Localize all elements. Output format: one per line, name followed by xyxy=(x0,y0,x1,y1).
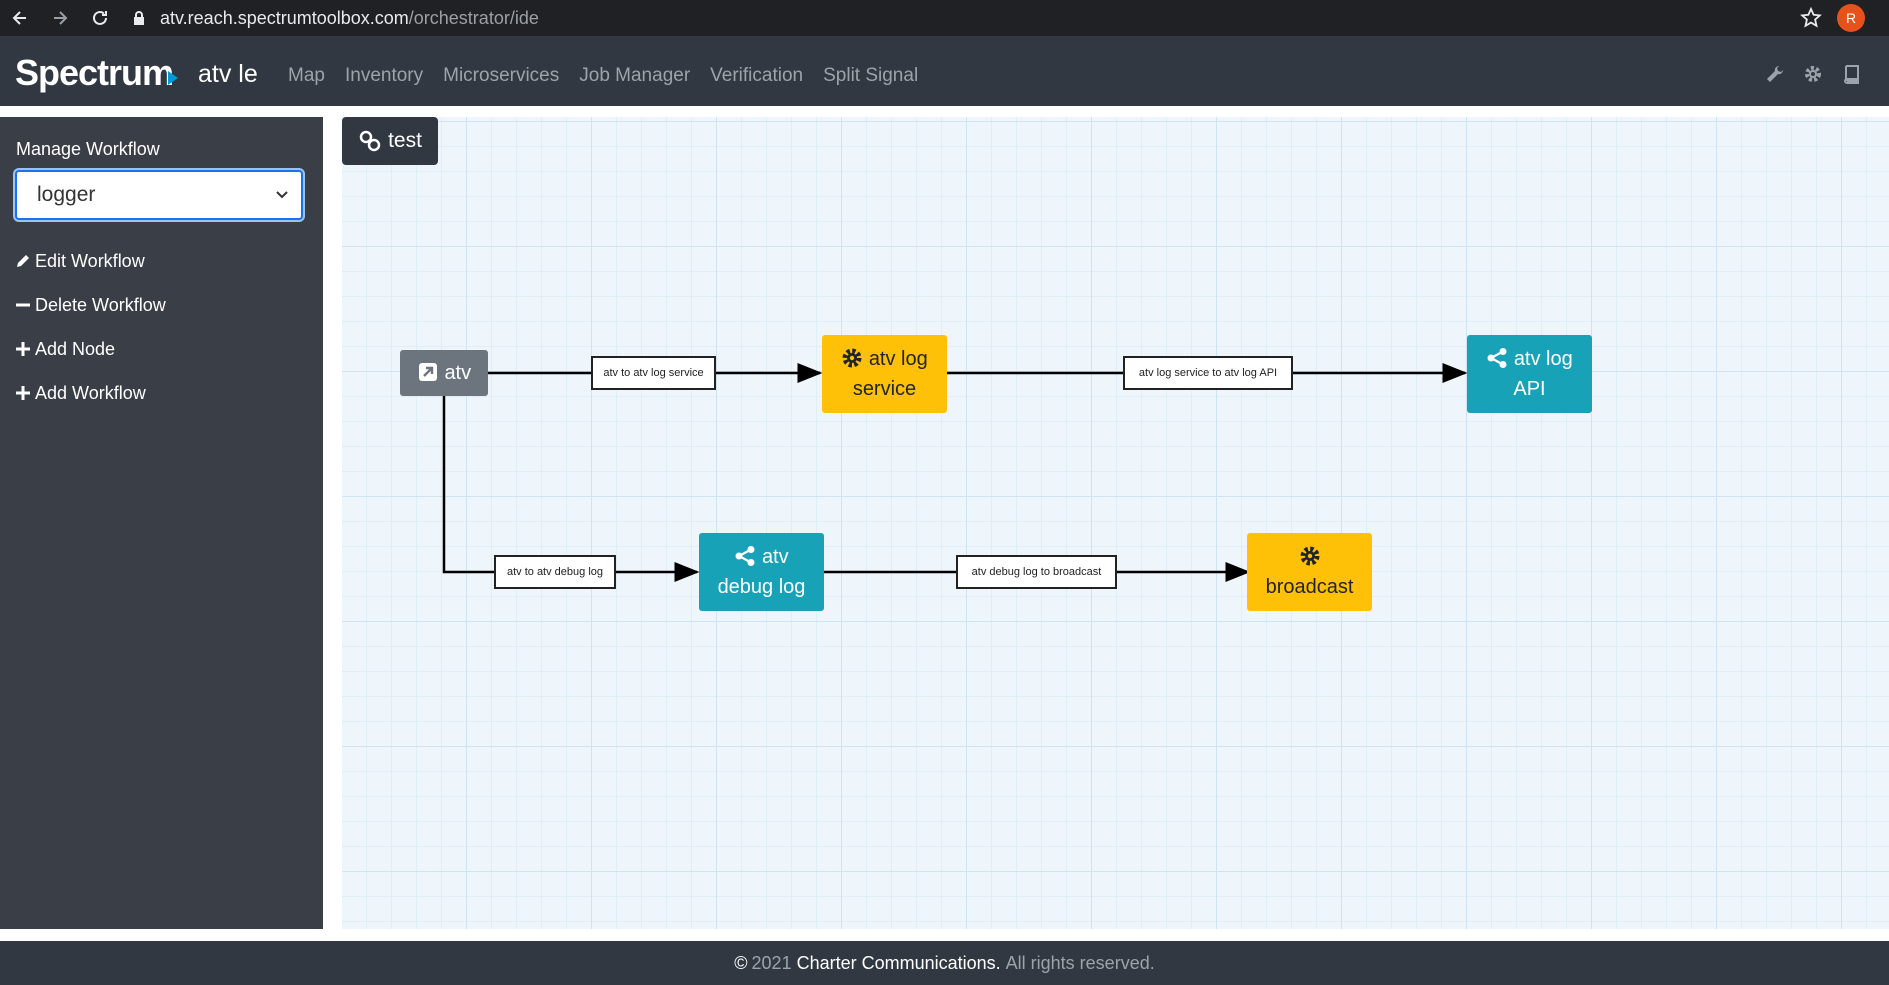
brand-logo[interactable]: Spectrum xyxy=(15,52,174,93)
minus-icon xyxy=(15,297,31,313)
wrench-icon[interactable] xyxy=(1765,64,1785,84)
edit-workflow-button[interactable]: Edit Workflow xyxy=(15,239,166,283)
book-icon[interactable] xyxy=(1841,64,1861,84)
plus-icon xyxy=(15,341,31,357)
forward-icon[interactable] xyxy=(40,0,80,36)
workflow-canvas[interactable]: test atv to atv log service atv log serv… xyxy=(342,117,1889,929)
node-atv-log-service[interactable]: atv log service xyxy=(822,335,947,413)
add-node-label: Add Node xyxy=(35,338,116,359)
node-atv-log-api-text2: API xyxy=(1513,378,1546,400)
share-icon xyxy=(735,546,755,566)
node-atv-log-api-text1: atv log xyxy=(1513,348,1573,370)
node-atv-log-service-line1: atv log xyxy=(841,344,928,374)
top-nav: Map Inventory Microservices Job Manager … xyxy=(288,65,918,87)
footer-year: 2021 xyxy=(751,952,792,973)
node-broadcast-line1 xyxy=(1299,542,1321,572)
browser-toolbar: atv.reach.spectrumtoolbox.com/orchestrat… xyxy=(0,0,1889,36)
edge-label-debug-log-to-broadcast[interactable]: atv debug log to broadcast xyxy=(956,555,1117,589)
bookmark-star-icon[interactable] xyxy=(1799,6,1823,30)
node-atv-debug-log-line1: atv xyxy=(734,542,789,572)
external-link-icon xyxy=(418,363,437,381)
lock-icon xyxy=(134,11,144,25)
pencil-icon xyxy=(15,253,31,269)
gear-icon xyxy=(1300,546,1319,566)
delete-workflow-label: Delete Workflow xyxy=(35,294,166,315)
profile-avatar[interactable]: R xyxy=(1837,4,1865,32)
copyright-symbol: © xyxy=(734,952,748,973)
node-atv-log-api[interactable]: atv log API xyxy=(1467,335,1592,413)
node-atv-log-api-line1: atv log xyxy=(1486,344,1573,374)
node-atv-debug-log-text2: debug log xyxy=(717,576,806,598)
add-node-button[interactable]: Add Node xyxy=(15,327,166,371)
nav-job-manager[interactable]: Job Manager xyxy=(579,65,691,86)
edge-label-log-service-to-api[interactable]: atv log service to atv log API xyxy=(1123,356,1293,390)
address-bar[interactable]: atv.reach.spectrumtoolbox.com/orchestrat… xyxy=(132,0,539,36)
add-workflow-button[interactable]: Add Workflow xyxy=(15,371,166,415)
test-button[interactable]: test xyxy=(342,117,438,165)
nav-microservices[interactable]: Microservices xyxy=(443,65,560,86)
nav-verification[interactable]: Verification xyxy=(710,65,804,86)
edge-label-atv-to-log-service[interactable]: atv to atv log service xyxy=(591,356,716,390)
nav-inventory[interactable]: Inventory xyxy=(344,65,424,86)
footer-rights: All rights reserved. xyxy=(1005,952,1155,973)
nav-map[interactable]: Map xyxy=(288,65,325,86)
brand-triangle-icon xyxy=(168,71,178,85)
node-broadcast-text: broadcast xyxy=(1265,576,1354,598)
node-atv-text: atv xyxy=(444,362,472,384)
sidebar: Manage Workflow logger Edit Workflow Del… xyxy=(0,117,323,929)
node-atv-debug-log[interactable]: atv debug log xyxy=(699,533,824,611)
gear-icon xyxy=(842,348,862,368)
workflow-select[interactable]: logger xyxy=(15,170,303,220)
node-atv-log-service-text2: service xyxy=(852,378,917,400)
node-atv-debug-log-text1: atv xyxy=(761,546,789,568)
add-workflow-label: Add Workflow xyxy=(35,382,146,403)
edit-workflow-label: Edit Workflow xyxy=(35,250,145,271)
workflow-select-value: logger xyxy=(37,183,96,206)
node-atv[interactable]: atv xyxy=(400,350,488,396)
app-header: Spectrum atv le Map Inventory Microservi… xyxy=(0,36,1889,106)
test-button-label: test xyxy=(388,129,422,152)
node-broadcast[interactable]: broadcast xyxy=(1247,533,1372,611)
edge-line-atv-to-debug-log xyxy=(442,395,700,582)
nav-split-signal[interactable]: Split Signal xyxy=(823,65,919,86)
delete-workflow-button[interactable]: Delete Workflow xyxy=(15,283,166,327)
url-host: atv.reach.spectrumtoolbox.com xyxy=(160,7,409,28)
edge-layer xyxy=(442,363,1468,582)
reload-icon[interactable] xyxy=(80,0,120,36)
chevron-down-icon xyxy=(276,191,288,199)
sidebar-title: Manage Workflow xyxy=(16,139,160,159)
plus-icon xyxy=(15,385,31,401)
edge-label-atv-to-debug-log[interactable]: atv to atv debug log xyxy=(494,555,616,589)
share-icon xyxy=(1487,348,1507,368)
node-atv-label: atv xyxy=(417,358,471,388)
footer: © 2021 Charter Communications. All right… xyxy=(0,941,1889,985)
node-atv-log-service-text1: atv log xyxy=(868,348,928,370)
gear-icon[interactable] xyxy=(1803,64,1823,84)
back-icon[interactable] xyxy=(0,0,40,36)
link-icon xyxy=(359,130,381,152)
footer-company: Charter Communications. xyxy=(796,952,1001,973)
url-path: /orchestrator/ide xyxy=(408,7,539,28)
app-name: atv le xyxy=(198,60,258,88)
